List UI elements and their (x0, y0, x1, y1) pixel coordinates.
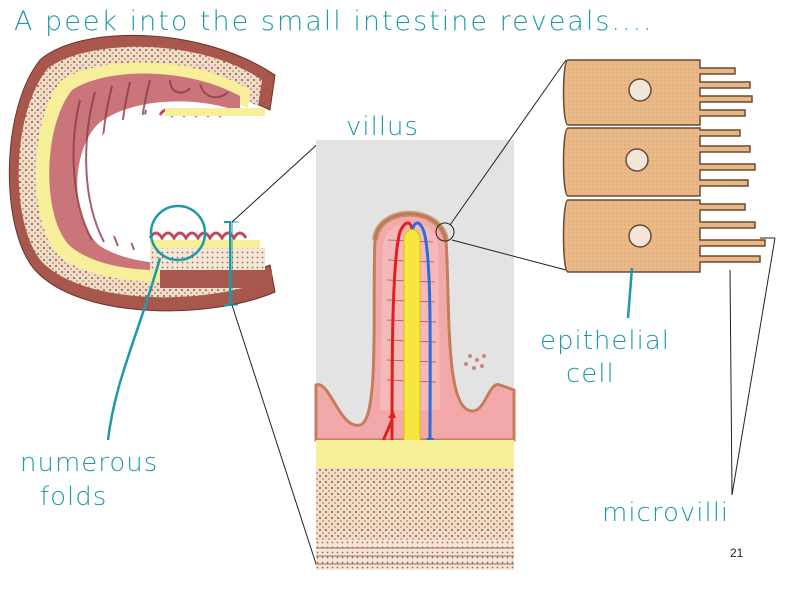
intestine-tube (9, 35, 275, 310)
epithelial-cell-3 (564, 200, 766, 272)
epithelial-cell-2 (564, 128, 756, 196)
label-villus: villus (346, 114, 419, 140)
epithelial-cells (564, 60, 766, 272)
villus-panel (316, 140, 514, 570)
label-epithelial: epithelial (540, 328, 670, 354)
label-cell: cell (566, 361, 615, 387)
slide-title: A peek into the small intestine reveals.… (14, 8, 654, 35)
label-numerous: numerous (20, 450, 158, 476)
page-number: 21 (730, 546, 743, 560)
epithelial-cell-1 (564, 60, 753, 125)
tube-lumen (93, 112, 240, 248)
label-microvilli: microvilli (602, 500, 729, 526)
label-folds: folds (40, 484, 107, 510)
